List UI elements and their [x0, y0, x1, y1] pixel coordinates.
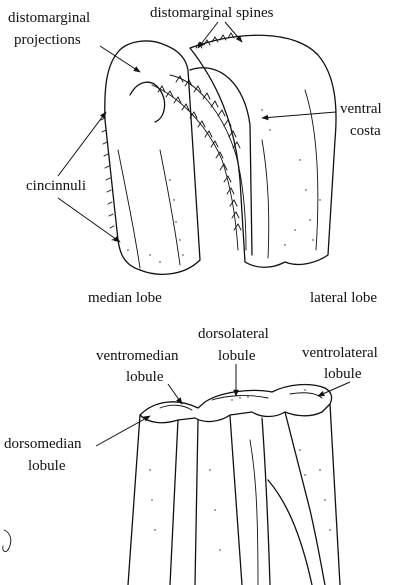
label-dorsolateral-lobule-1: dorsolateral — [198, 326, 269, 342]
label-ventrolateral-lobule-1: ventrolateral — [302, 345, 378, 361]
arrow-cincinnuli-b — [58, 198, 120, 242]
median-lobe-outline — [105, 41, 200, 274]
arrow-cincinnuli-a — [58, 112, 106, 176]
label-dorsolateral-lobule-2: lobule — [218, 348, 256, 364]
label-distomarginal-projections-1: distomarginal — [8, 10, 90, 26]
label-dorsomedian-lobule-1: dorsomedian — [4, 436, 82, 452]
left-shaft — [128, 415, 140, 585]
label-distomarginal-projections-2: projections — [14, 32, 81, 48]
label-ventromedian-lobule-1: ventromedian — [96, 348, 179, 364]
label-median-lobe: median lobe — [88, 290, 162, 306]
arrow-ventromedian-lobule — [168, 384, 182, 404]
lower-illustration — [3, 385, 340, 585]
left-margin-loop — [3, 530, 11, 552]
label-cincinnuli: cincinnuli — [26, 178, 86, 194]
label-dorsomedian-lobule-2: lobule — [28, 458, 66, 474]
label-distomarginal-spines: distomarginal spines — [150, 5, 274, 21]
label-ventral-costa-2: costa — [350, 123, 381, 139]
label-ventrolateral-lobule-2: lobule — [324, 366, 362, 382]
label-ventral-costa-1: ventral — [340, 101, 382, 117]
label-lateral-lobe: lateral lobe — [310, 290, 377, 306]
arrow-dorsomedian-lobule — [96, 416, 150, 446]
label-ventromedian-lobule-2: lobule — [126, 369, 164, 385]
lateral-lobe-outline — [190, 35, 336, 267]
